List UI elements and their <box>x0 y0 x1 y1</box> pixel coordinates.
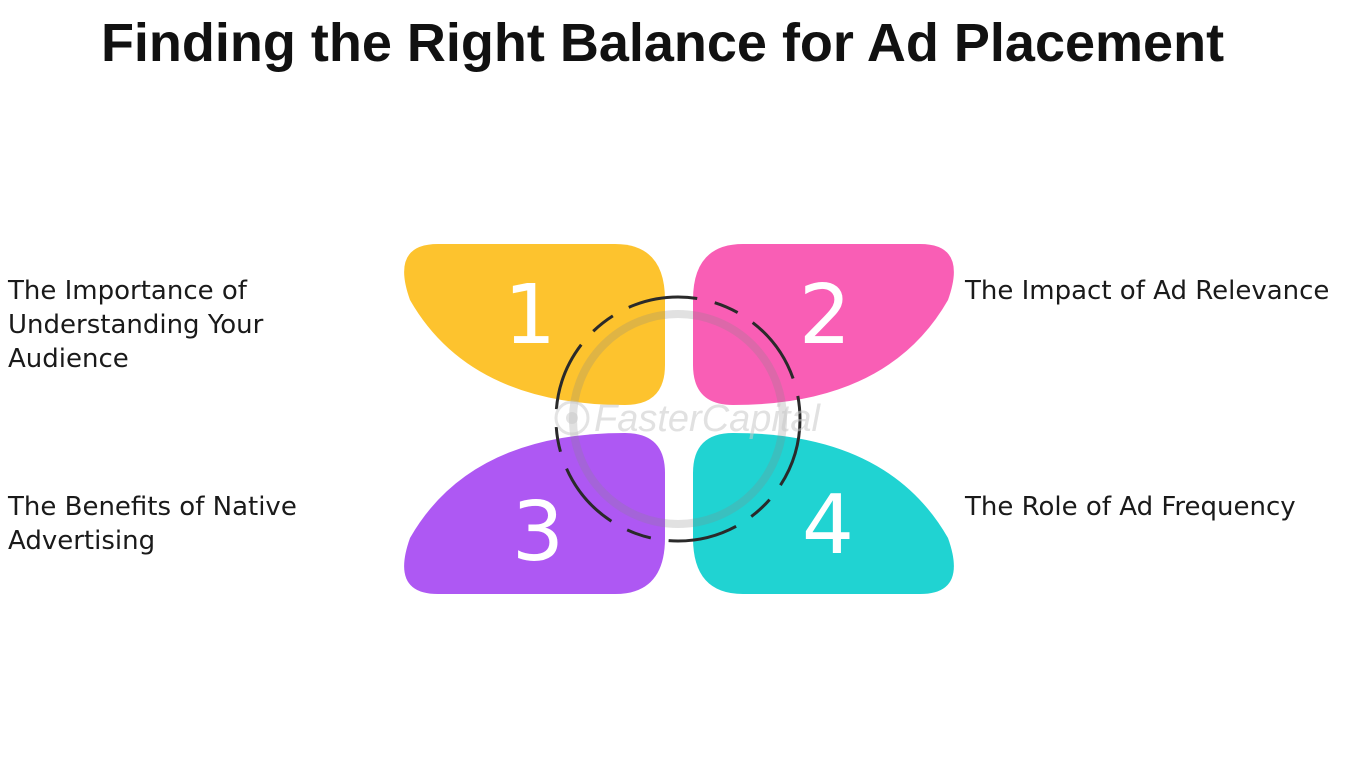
page-title: Finding the Right Balance for Ad Placeme… <box>100 13 1225 73</box>
petal-3 <box>404 433 665 594</box>
label-4: The Role of Ad Frequency <box>965 492 1296 522</box>
number-4: 4 <box>802 478 854 573</box>
label-3: The Benefits of Native Advertising <box>8 492 297 556</box>
label-1: The Importance of Understanding Your Aud… <box>8 276 264 374</box>
label-2: The Impact of Ad Relevance <box>965 276 1330 306</box>
watermark-logo <box>554 400 590 436</box>
number-3: 3 <box>512 485 564 580</box>
number-1: 1 <box>504 268 556 363</box>
petal-1 <box>404 244 665 405</box>
petal-4 <box>693 433 954 594</box>
petal-2 <box>693 244 954 405</box>
watermark-text: FasterCapital <box>594 398 822 440</box>
dashed-ring <box>554 295 802 543</box>
number-2: 2 <box>799 268 851 363</box>
